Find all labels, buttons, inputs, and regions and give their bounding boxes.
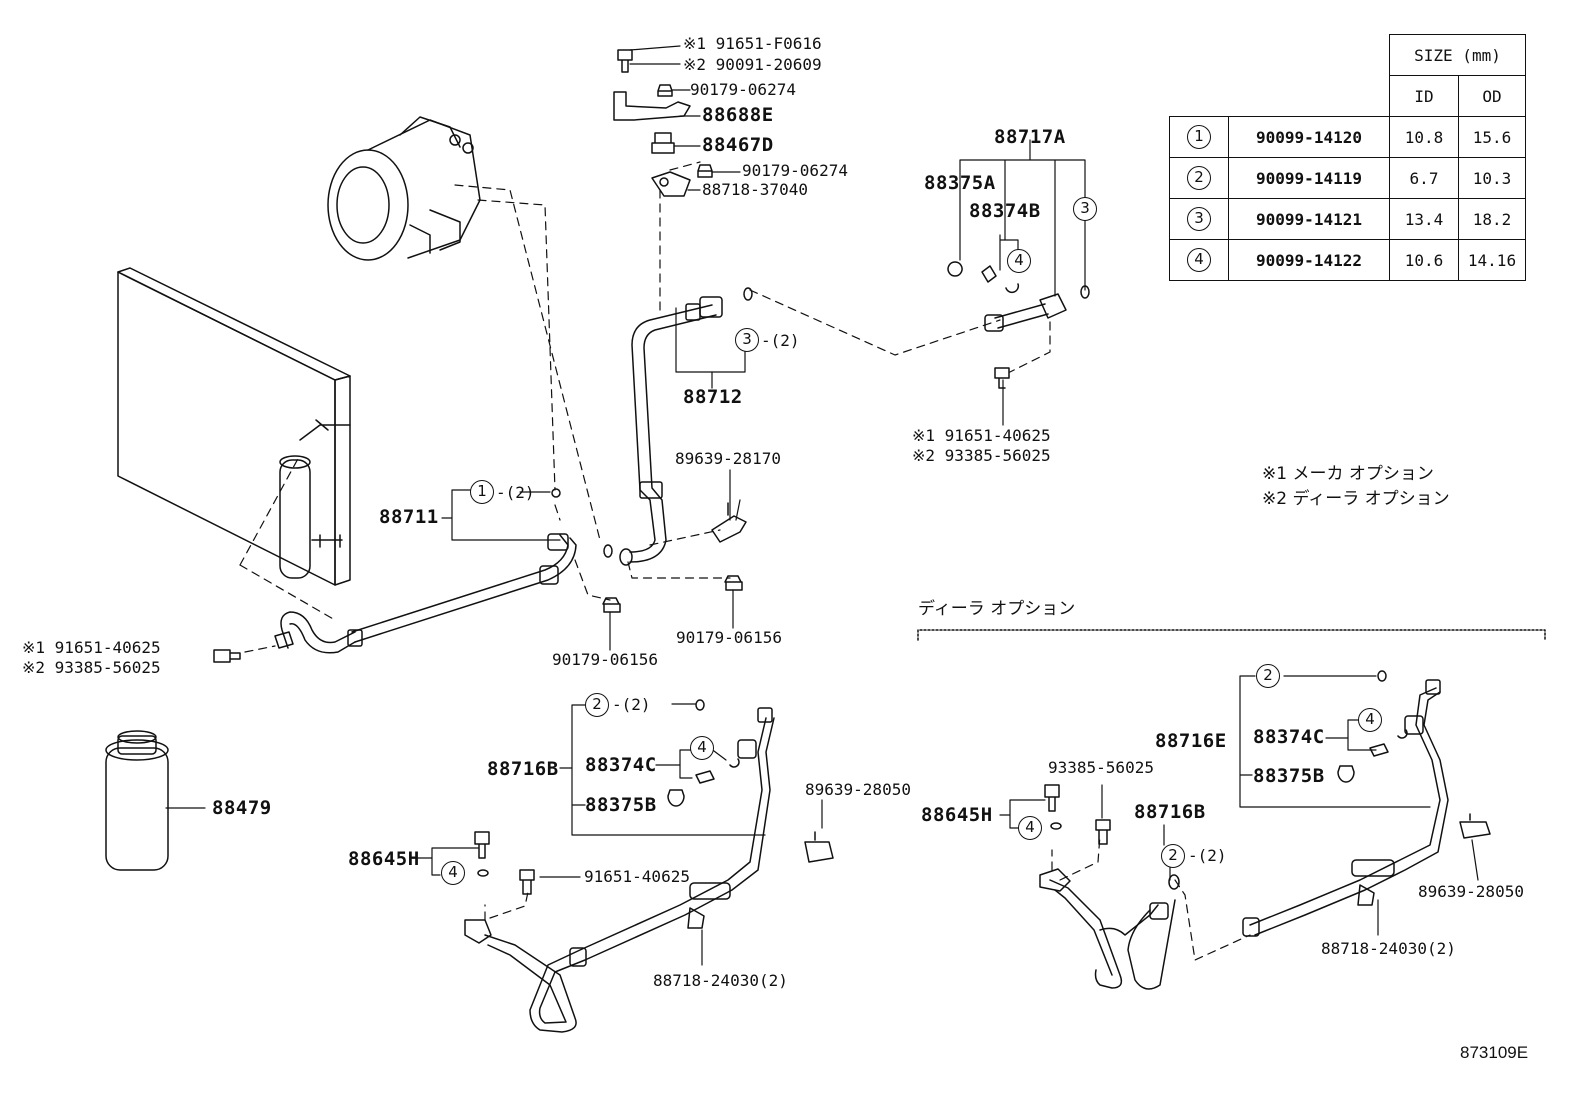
circle-ref-4: 4 (690, 736, 714, 760)
label-88375B: 88375B (585, 794, 657, 816)
row-od: 18.2 (1458, 198, 1526, 240)
hose-88711-drawing (213, 488, 743, 663)
circle-ref-4: 4 (1007, 249, 1031, 273)
circle-ref-2: 2 (1161, 844, 1185, 868)
label-d-88374C: 88374C (1253, 726, 1325, 748)
legend-note-2: ※2 ディーラ オプション (1262, 489, 1450, 509)
label-d-bolt: 93385-56025 (1048, 758, 1154, 777)
label-bolt-mid-1: ※1 91651-40625 (912, 426, 1051, 445)
row-od: 14.16 (1458, 239, 1526, 281)
label-nut-low-b: 90179-06156 (676, 628, 782, 647)
row-id: 6.7 (1389, 157, 1459, 199)
receiver-88479-drawing (105, 730, 169, 871)
legend-note-1: ※1 メーカ オプション (1262, 464, 1434, 484)
row-id: 13.4 (1389, 198, 1459, 240)
col-od-header: OD (1458, 75, 1526, 117)
row-ref-circle: 3 (1187, 207, 1211, 231)
label-bracket-mid: 89639-28170 (675, 449, 781, 468)
label-88374B: 88374B (969, 200, 1041, 222)
circle-ref-2: 2 (585, 693, 609, 717)
row-part-number: 90099-14121 (1228, 198, 1390, 240)
row-part-number: 90099-14122 (1228, 239, 1390, 281)
row-part-number: 90099-14119 (1228, 157, 1390, 199)
label-88688E: 88688E (702, 104, 774, 126)
row-id: 10.8 (1389, 116, 1459, 158)
row-od: 15.6 (1458, 116, 1526, 158)
circle-ref-1: 1 (470, 480, 494, 504)
row-ref-circle: 2 (1187, 166, 1211, 190)
condenser-drawing (117, 267, 351, 586)
label-qty: -(2) (612, 695, 651, 714)
hose-88716B-drawing (464, 699, 834, 1033)
label-qty: -(2) (1188, 846, 1227, 865)
row-ref-circle: 1 (1187, 125, 1211, 149)
circle-ref-3: 3 (1073, 197, 1097, 221)
assembly-leader-lines (239, 161, 1251, 961)
compressor-drawing (327, 116, 481, 261)
label-d-88375B: 88375B (1253, 765, 1325, 787)
label-88479: 88479 (212, 797, 272, 819)
circle-ref-4: 4 (1358, 708, 1382, 732)
row-part-number: 90099-14120 (1228, 116, 1390, 158)
label-88717A: 88717A (994, 126, 1066, 148)
label-bolt-top-1: ※1 91651-F0616 (683, 34, 822, 53)
label-88716B: 88716B (487, 758, 559, 780)
label-qty: -(2) (496, 483, 535, 502)
circle-ref-2: 2 (1256, 664, 1280, 688)
table-row: 4 90099-14122 10.6 14.16 (1169, 239, 1526, 281)
label-nut-clamp: 90179-06274 (742, 161, 848, 180)
dealer-hoses-drawing (1039, 670, 1491, 990)
hose-88717A-drawing (947, 261, 1090, 389)
label-bolt-left-1: ※1 91651-40625 (22, 638, 161, 657)
top-bracket-parts (613, 49, 713, 197)
label-bracket-low: 89639-28050 (805, 780, 911, 799)
label-bolt-left-2: ※2 93385-56025 (22, 658, 161, 677)
label-d-88716E: 88716E (1155, 730, 1227, 752)
circle-ref-3: 3 (735, 328, 759, 352)
label-88374C: 88374C (585, 754, 657, 776)
dealer-option-bracket (917, 629, 1546, 641)
circle-ref-4: 4 (441, 861, 465, 885)
label-clamp-top: 88718-37040 (702, 180, 808, 199)
label-88712: 88712 (683, 386, 743, 408)
table-row: 3 90099-14121 13.4 18.2 (1169, 198, 1526, 240)
label-d-clamp: 88718-24030(2) (1321, 939, 1456, 958)
label-d-88645H: 88645H (921, 804, 993, 826)
label-88711: 88711 (379, 506, 439, 528)
label-bolt-mid-2: ※2 93385-56025 (912, 446, 1051, 465)
label-88375A: 88375A (924, 172, 996, 194)
label-clamp-low: 88718-24030(2) (653, 971, 788, 990)
label-bolt-low: 91651-40625 (584, 867, 690, 886)
label-leader-lines (165, 45, 1479, 966)
label-qty: -(2) (761, 331, 800, 350)
label-nut-top: 90179-06274 (690, 80, 796, 99)
figure-reference: 873109E (1460, 1043, 1529, 1062)
table-row: 1 90099-14120 10.8 15.6 (1169, 116, 1526, 158)
row-ref-circle: 4 (1187, 248, 1211, 272)
col-id-header: ID (1389, 75, 1459, 117)
label-bolt-top-2: ※2 90091-20609 (683, 55, 822, 74)
size-table-header: SIZE (mm) (1389, 34, 1526, 76)
label-d-bracket: 89639-28050 (1418, 882, 1524, 901)
row-od: 10.3 (1458, 157, 1526, 199)
label-88645H: 88645H (348, 848, 420, 870)
row-id: 10.6 (1389, 239, 1459, 281)
hose-88712-drawing (603, 287, 753, 566)
dealer-section-title: ディーラ オプション (918, 599, 1076, 619)
table-row: 2 90099-14119 6.7 10.3 (1169, 157, 1526, 199)
label-nut-low-a: 90179-06156 (552, 650, 658, 669)
circle-ref-4: 4 (1018, 816, 1042, 840)
label-88467D: 88467D (702, 134, 774, 156)
size-table: SIZE (mm) ID OD 1 90099-14120 10.8 15.6 … (1169, 34, 1526, 281)
label-d-88716B: 88716B (1134, 801, 1206, 823)
